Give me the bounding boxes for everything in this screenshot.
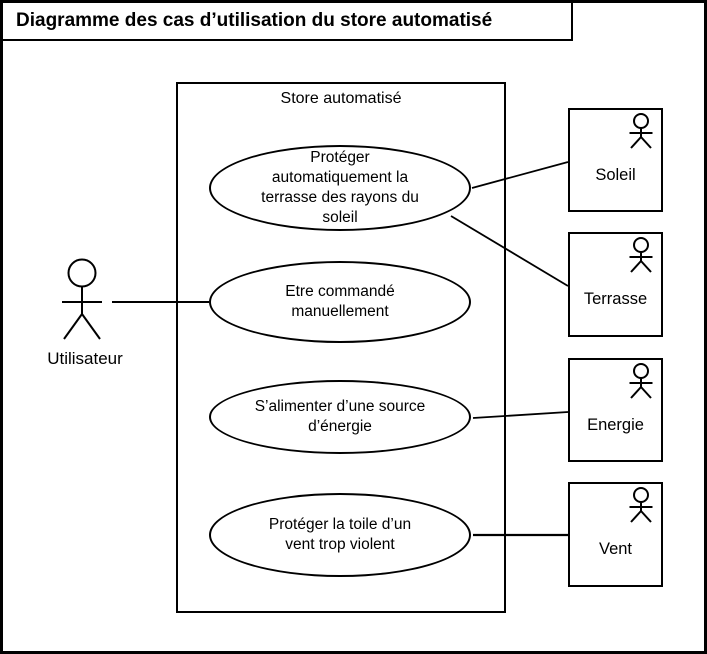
- actor-utilisateur-label: Utilisateur: [47, 349, 123, 368]
- usecase-label: S’alimenter d’une source d’énergie: [254, 398, 426, 435]
- usecase-proteger-soleil: Protéger automatiquement la terrasse des…: [209, 145, 471, 231]
- actor-box-terrasse: Terrasse: [568, 232, 663, 337]
- system-boundary: Store automatisé: [176, 82, 506, 613]
- diagram-title: Diagramme des cas d’utilisation du store…: [16, 10, 493, 31]
- actor-icon: [629, 363, 653, 399]
- actor-icon: [629, 237, 653, 273]
- usecase-label: Protéger automatiquement la terrasse des…: [261, 149, 419, 226]
- actor-energie-label: Energie: [587, 416, 644, 434]
- actor-box-soleil: Soleil: [568, 108, 663, 212]
- actor-box-vent: Vent: [568, 482, 663, 587]
- system-boundary-label: Store automatisé: [280, 90, 402, 107]
- usecase-label: Etre commandé manuellement: [285, 283, 395, 320]
- actor-soleil-label: Soleil: [595, 166, 636, 184]
- usecase-commande-manuelle: Etre commandé manuellement: [209, 261, 471, 343]
- actor-box-energie: Energie: [568, 358, 663, 462]
- utilisateur-actor-icon: [62, 258, 102, 340]
- actor-terrasse-label: Terrasse: [583, 290, 648, 308]
- diagram-title-box: Diagramme des cas d’utilisation du store…: [3, 3, 573, 41]
- usecase-label: Protéger la toile d’un vent trop violent: [268, 516, 412, 553]
- actor-icon: [629, 113, 653, 149]
- actor-icon: [629, 487, 653, 523]
- usecase-alimentation: S’alimenter d’une source d’énergie: [209, 380, 471, 454]
- usecase-proteger-vent: Protéger la toile d’un vent trop violent: [209, 493, 471, 577]
- actor-vent-label: Vent: [598, 540, 633, 558]
